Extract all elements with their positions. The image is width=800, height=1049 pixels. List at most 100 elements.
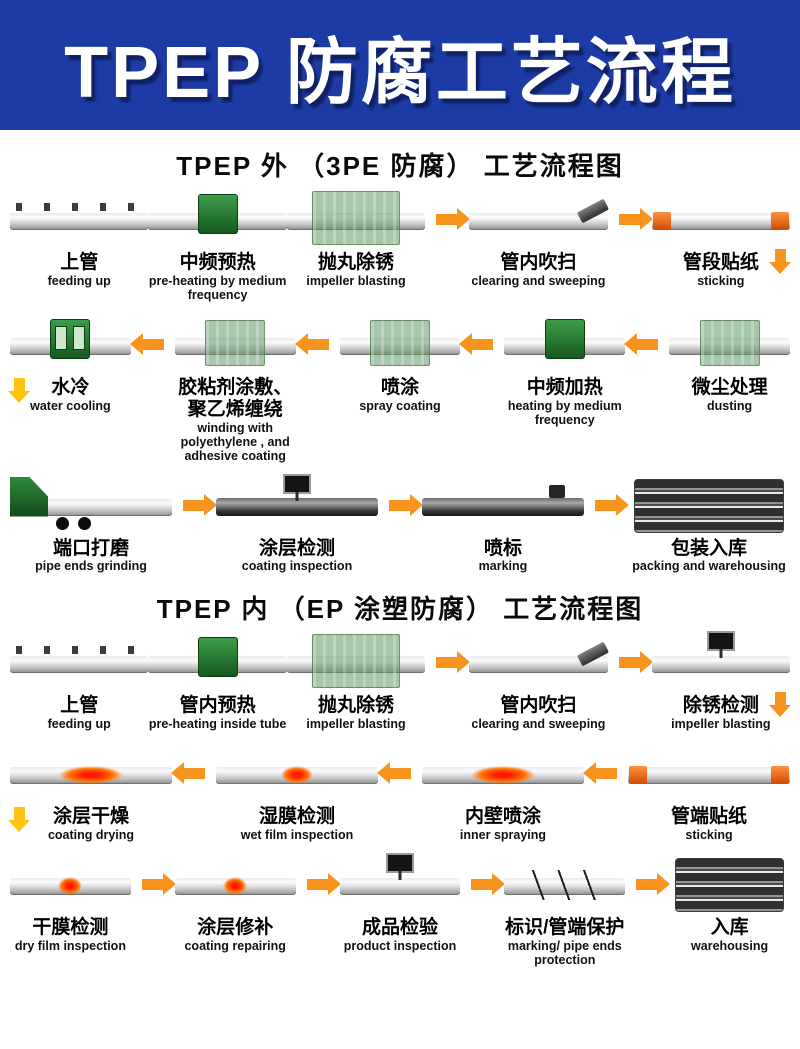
induction-heater-icon bbox=[544, 318, 585, 359]
step-label-zh: 湿膜检测 bbox=[258, 806, 335, 828]
process-step: 喷标 marking bbox=[422, 477, 584, 573]
sticker-band-icon bbox=[771, 212, 790, 230]
arrow-right-icon bbox=[436, 208, 471, 230]
gauge-probe-icon bbox=[719, 649, 723, 659]
pipe-icon bbox=[216, 497, 378, 516]
hot-coating-icon bbox=[470, 766, 536, 785]
flow-arrow bbox=[460, 873, 506, 896]
step-illustration bbox=[651, 191, 791, 249]
process-step: 上管 feeding up bbox=[10, 191, 149, 288]
pipe-icon bbox=[651, 655, 791, 674]
step-label-zh: 包装入库 bbox=[670, 537, 747, 559]
step-label-zh: 涂层检测 bbox=[258, 537, 335, 559]
process-step: 内壁喷涂 inner spraying bbox=[422, 745, 584, 842]
step-illustration bbox=[628, 745, 790, 803]
flow-arrow bbox=[131, 873, 176, 896]
step-label-zh: 管内预热 bbox=[179, 695, 256, 717]
process-step: 成品检验 product inspection bbox=[339, 853, 461, 953]
step-illustration bbox=[669, 856, 790, 914]
dusting-chamber-icon bbox=[699, 319, 760, 366]
process-row: 干膜检测 dry film inspection 涂层修补 coating re… bbox=[10, 853, 790, 967]
step-illustration bbox=[651, 631, 791, 692]
blasting-chamber-icon bbox=[312, 191, 401, 245]
step-label-en: coating repairing bbox=[184, 938, 286, 953]
sticker-band-icon bbox=[629, 766, 647, 785]
pipe-bundle-icon bbox=[675, 858, 784, 913]
step-label-zh: 除锈检测 bbox=[682, 695, 759, 717]
banner: TPEP 防腐工艺流程 bbox=[0, 0, 800, 130]
repair-spot-icon bbox=[223, 877, 248, 896]
step-label-zh: 喷标 bbox=[483, 537, 522, 559]
arrow-left-icon bbox=[636, 338, 659, 350]
flow-arrow bbox=[584, 768, 628, 780]
arrow-right-icon bbox=[618, 208, 653, 230]
step-illustration bbox=[216, 473, 378, 535]
step-label-zh: 管内吹扫 bbox=[500, 252, 577, 273]
flow-arrow bbox=[625, 338, 669, 350]
step-label-zh: 中频加热 bbox=[526, 376, 603, 398]
step-label-en: sticking bbox=[697, 273, 745, 288]
process-step: 喷涂 spray coating bbox=[339, 316, 461, 413]
step-label-zh: 喷涂 bbox=[380, 376, 419, 398]
flow-arrow bbox=[608, 208, 653, 230]
step-illustration bbox=[10, 191, 149, 249]
process-step: 包装入库 packing and warehousing bbox=[628, 477, 790, 574]
water-cooling-box-icon bbox=[50, 318, 91, 359]
step-label-zh: 胶粘剂涂敷、聚乙烯缠绕 bbox=[178, 376, 293, 420]
step-illustration bbox=[339, 316, 461, 374]
section-title: TPEP 内 （EP 涂塑防腐） 工艺流程图 bbox=[156, 594, 644, 625]
sticker-band-icon bbox=[652, 212, 671, 230]
process-step: 抛丸除锈 impeller blasting bbox=[286, 634, 426, 731]
flow-arrow bbox=[296, 873, 341, 896]
section-tpep-internal: TPEP 内 （EP 涂塑防腐） 工艺流程图 上管 feeding up 管内预… bbox=[0, 589, 800, 967]
step-label-en: packing and warehousing bbox=[632, 559, 786, 574]
process-step: 微尘处理 dusting bbox=[669, 316, 790, 413]
process-step: 抛丸除锈 impeller blasting bbox=[286, 191, 426, 288]
process-row: 上管 feeding up 中频预热 pre-heating by medium… bbox=[10, 191, 791, 302]
arrow-down-icon bbox=[769, 692, 791, 718]
step-label-zh: 标识/管端保护 bbox=[505, 917, 625, 939]
process-step: 干膜检测 dry film inspection bbox=[10, 856, 131, 953]
step-label-en: clearing and sweeping bbox=[471, 273, 606, 288]
step-illustration bbox=[148, 191, 287, 249]
pipe-icon bbox=[651, 212, 791, 230]
step-illustration bbox=[10, 476, 172, 535]
arrow-down-icon bbox=[769, 249, 791, 274]
inspection-gauge-icon bbox=[706, 631, 735, 652]
pipe-icon bbox=[339, 877, 461, 896]
process-step: 涂层干燥 coating drying bbox=[10, 745, 172, 842]
wheel-icon bbox=[56, 516, 69, 530]
process-row: 上管 feeding up 管内预热 pre-heating inside tu… bbox=[10, 631, 791, 732]
step-label-en: dusting bbox=[707, 398, 753, 413]
step-label-en: wet film inspection bbox=[240, 828, 354, 843]
flow-arrow bbox=[425, 208, 471, 230]
hot-coating-icon bbox=[58, 766, 124, 785]
step-label-zh: 干膜检测 bbox=[32, 917, 109, 939]
grinding-machine-icon bbox=[10, 476, 48, 517]
flow-arrow bbox=[460, 338, 504, 350]
process-step: 入库 warehousing bbox=[669, 856, 790, 953]
induction-heater-icon bbox=[197, 194, 238, 234]
process-step: 管内预热 pre-heating inside tube bbox=[148, 634, 287, 731]
step-label-zh: 抛丸除锈 bbox=[318, 252, 395, 273]
step-illustration bbox=[10, 745, 172, 803]
arrow-right-icon bbox=[183, 493, 217, 516]
step-illustration bbox=[422, 745, 584, 803]
step-label-zh: 水冷 bbox=[51, 376, 90, 398]
marking-lines-icon bbox=[530, 870, 599, 901]
step-label-en: clearing and sweeping bbox=[471, 717, 606, 732]
pipe-icon bbox=[422, 497, 584, 516]
arrow-left-icon bbox=[595, 768, 617, 780]
process-row: 端口打磨 pipe ends grinding 涂层检测 coating ins… bbox=[10, 473, 790, 574]
process-step: 中频加热 heating by medium frequency bbox=[504, 316, 626, 427]
step-illustration bbox=[174, 856, 296, 914]
step-label-zh: 涂层修补 bbox=[197, 917, 274, 939]
process-row: 涂层干燥 coating drying 湿膜检测 wet film inspec… bbox=[8, 745, 790, 843]
step-illustration bbox=[628, 477, 790, 535]
process-step: 除锈检测 impeller blasting bbox=[651, 631, 791, 731]
process-step: 中频预热 pre-heating by medium frequency bbox=[148, 191, 287, 302]
feeding-rack-icon bbox=[15, 646, 143, 655]
blasting-chamber-icon bbox=[312, 634, 401, 689]
winding-machine-icon bbox=[205, 319, 266, 366]
step-label-en: water cooling bbox=[30, 398, 111, 413]
